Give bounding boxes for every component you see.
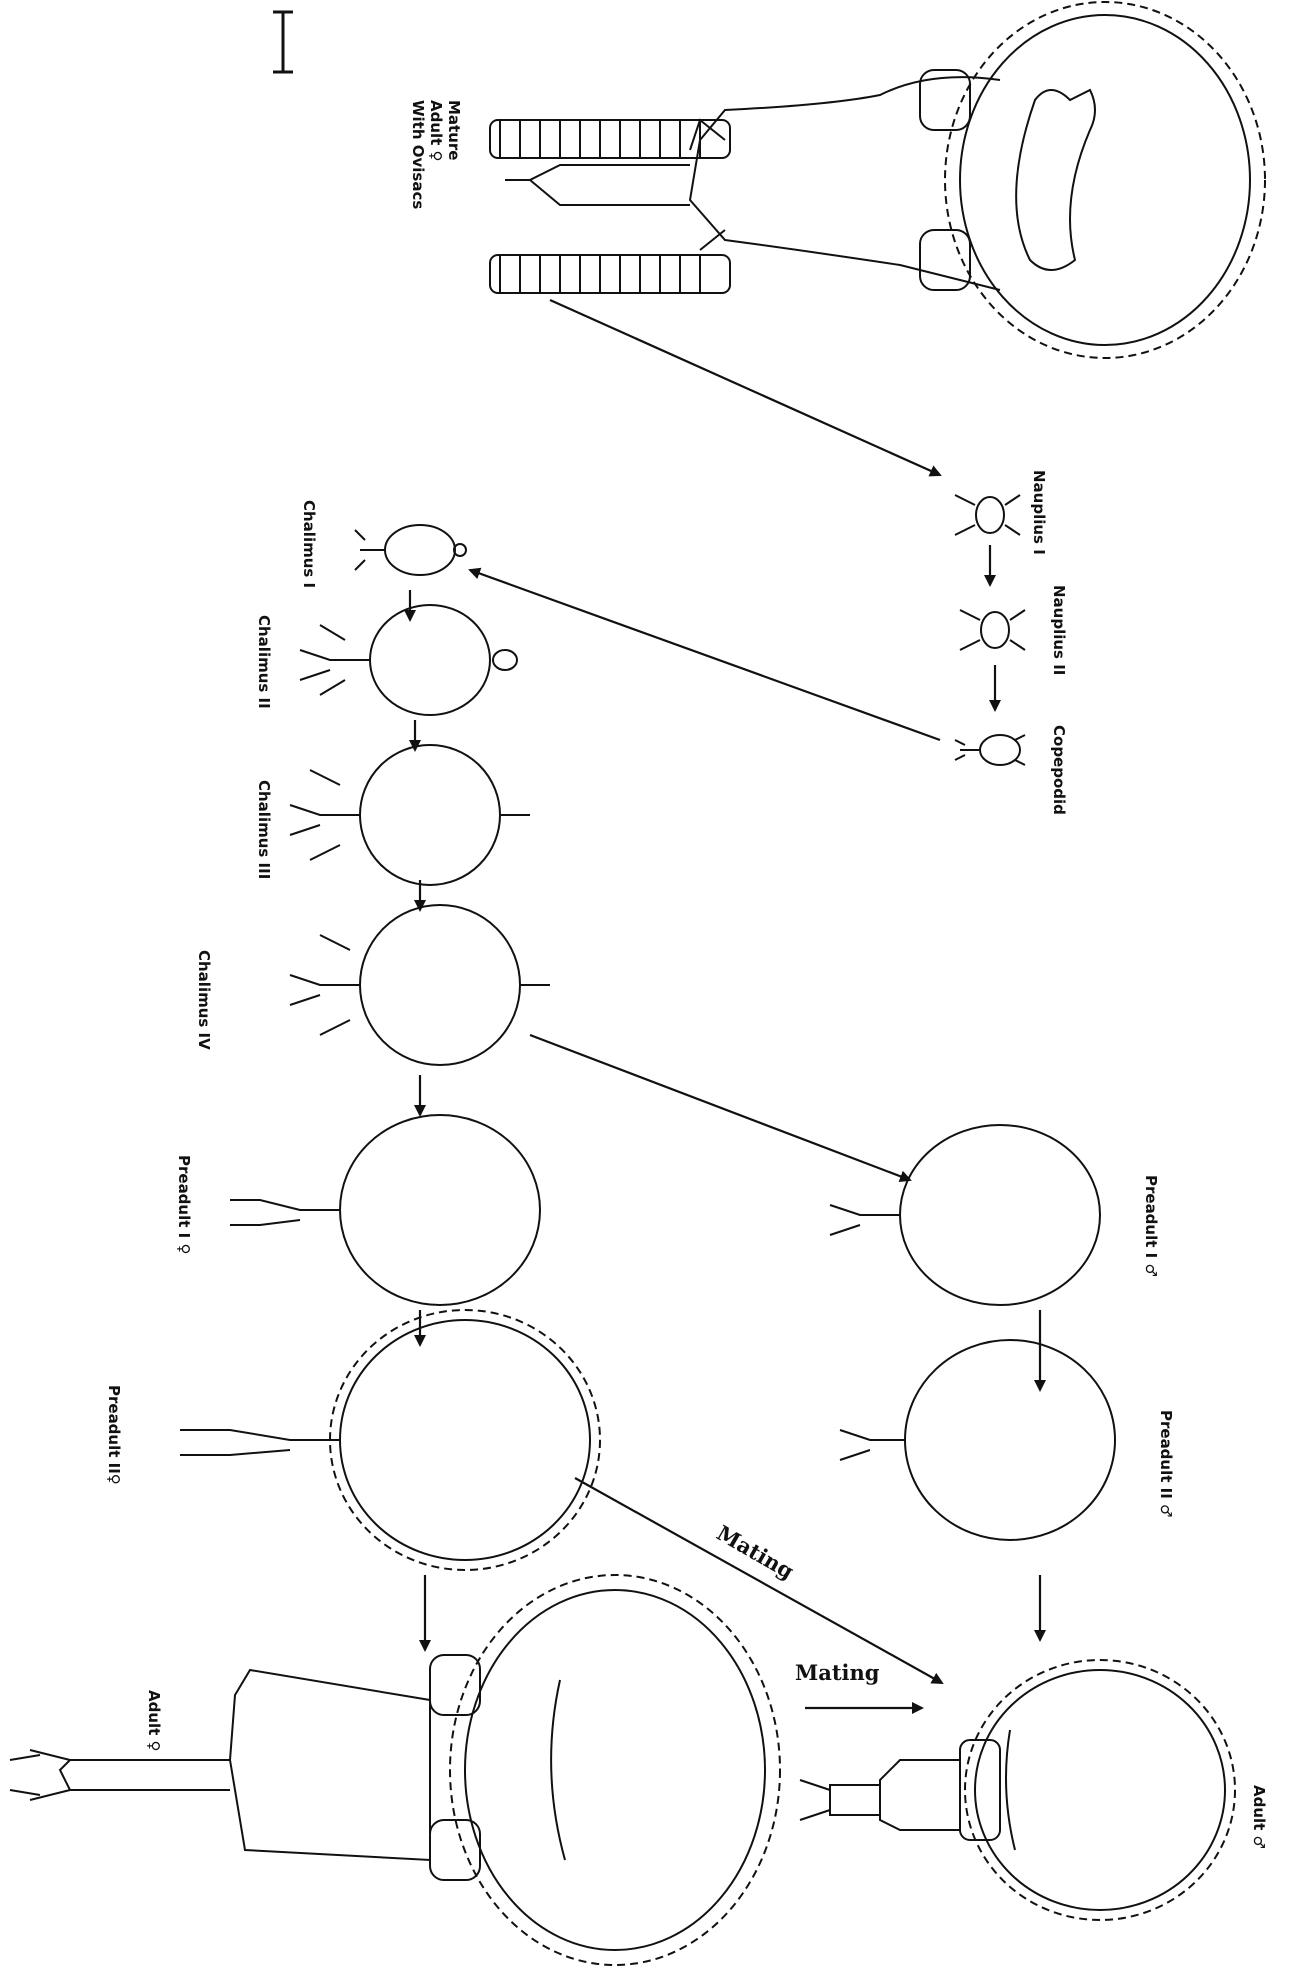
label-adult-female: Adult ♀ <box>145 1690 163 1752</box>
preadult-2-male-drawing <box>840 1340 1115 1540</box>
label-copepodid: Copepodid <box>1050 725 1068 815</box>
arrow-mature-to-nauplius <box>550 300 940 475</box>
label-chalimus-2: Chalimus II <box>255 615 273 709</box>
label-mature-line-3: With Ovisacs <box>409 100 427 209</box>
label-preadult-1-female: Preadult I ♀ <box>175 1155 193 1254</box>
label-chalimus-3: Chalimus III <box>255 780 273 879</box>
arrow-chalimus4-to-preadult1-male <box>530 1035 910 1180</box>
label-nauplius-2: Nauplius II <box>1050 585 1068 675</box>
label-chalimus-4: Chalimus IV <box>195 950 213 1050</box>
label-mature-line-2: Adult ♀ <box>427 100 445 209</box>
label-mature-line-1: Mature <box>445 100 463 209</box>
preadult-1-male-drawing <box>830 1125 1100 1305</box>
chalimus-4-drawing <box>290 905 550 1065</box>
label-mature-adult-female: Mature Adult ♀ With Ovisacs <box>409 100 463 209</box>
arrow-copepodid-to-chalimus1 <box>470 570 940 740</box>
chalimus-2-drawing <box>300 605 517 715</box>
chalimus-3-drawing <box>290 745 530 885</box>
scale-bar <box>273 12 293 72</box>
label-nauplius-1: Nauplius I <box>1030 470 1048 555</box>
nauplius-1-drawing <box>955 495 1020 535</box>
label-chalimus-1: Chalimus I <box>300 500 318 588</box>
label-preadult-1-male: Preadult I ♂ <box>1142 1175 1160 1277</box>
copepodid-drawing <box>955 735 1025 765</box>
label-preadult-2-male: Preadult II ♂ <box>1157 1410 1175 1517</box>
nauplius-2-drawing <box>960 610 1025 650</box>
label-adult-male: Adult ♂ <box>1250 1785 1268 1849</box>
label-mating-horizontal: Mating <box>795 1660 879 1685</box>
adult-female-drawing <box>10 1575 780 1965</box>
mature-adult-female-drawing <box>490 2 1265 358</box>
label-preadult-2-female: Preadult II♀ <box>105 1385 123 1485</box>
preadult-2-female-drawing <box>180 1310 600 1570</box>
chalimus-1-drawing <box>355 525 466 575</box>
preadult-1-female-drawing <box>230 1115 540 1305</box>
arrow-preadult2-female-to-adult-male-mating <box>575 1478 942 1683</box>
adult-male-drawing <box>800 1660 1235 1920</box>
